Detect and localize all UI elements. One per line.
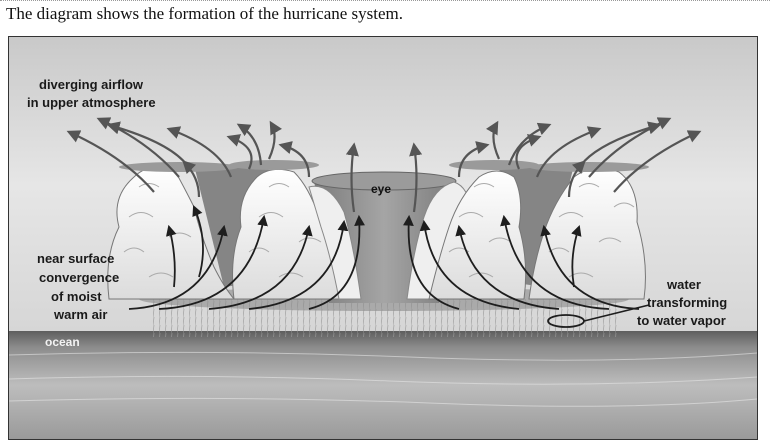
label-eye: eye (371, 182, 391, 196)
label-diverging-airflow-line2: in upper atmosphere (27, 95, 156, 110)
label-diverging-airflow-line1: diverging airflow (39, 77, 144, 92)
anvil-tops (119, 160, 649, 172)
ocean-surface (9, 331, 757, 439)
label-convergence-line4: warm air (53, 307, 107, 322)
label-water-line1: water (666, 277, 701, 292)
label-convergence-line1: near surface (37, 251, 114, 266)
label-water-line2: transforming (647, 295, 727, 310)
label-water-line3: to water vapor (637, 313, 726, 328)
eye-top-rim (311, 171, 457, 191)
hurricane-svg: diverging airflow in upper atmosphere ey… (9, 37, 757, 439)
label-convergence-line3: of moist (51, 289, 102, 304)
label-convergence-line2: convergence (39, 270, 119, 285)
updraft-arrows (128, 205, 640, 310)
label-ocean: ocean (45, 335, 80, 349)
top-dotted-rule (0, 0, 770, 1)
diagram-caption: The diagram shows the formation of the h… (6, 4, 404, 23)
water-vapor-pointer (583, 304, 650, 322)
hurricane-diagram: diverging airflow in upper atmosphere ey… (8, 36, 758, 440)
diverging-airflow-arrows (66, 117, 702, 213)
